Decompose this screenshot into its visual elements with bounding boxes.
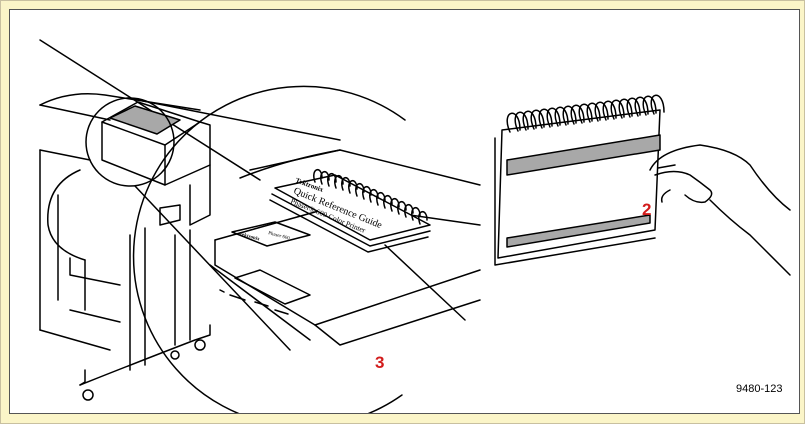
guide-in-hand <box>494 94 791 276</box>
badge-model-text: Phaser 600 <box>267 231 290 242</box>
callout-2: 2 <box>642 200 652 219</box>
figure-id: 9480-123 <box>736 383 783 395</box>
printer-illustration: Tektronix Quick Reference Guide Phaser® … <box>39 39 791 413</box>
printer-drawing <box>39 39 261 401</box>
guide-spiral-large <box>506 94 665 133</box>
callout-3: 3 <box>375 353 385 372</box>
badge-brand-text: Tektronix <box>238 232 260 242</box>
illustration-panel: Tektronix Quick Reference Guide Phaser® … <box>9 9 800 414</box>
guide-spiral-small <box>313 169 428 225</box>
detail-magnifier-large <box>132 85 481 413</box>
